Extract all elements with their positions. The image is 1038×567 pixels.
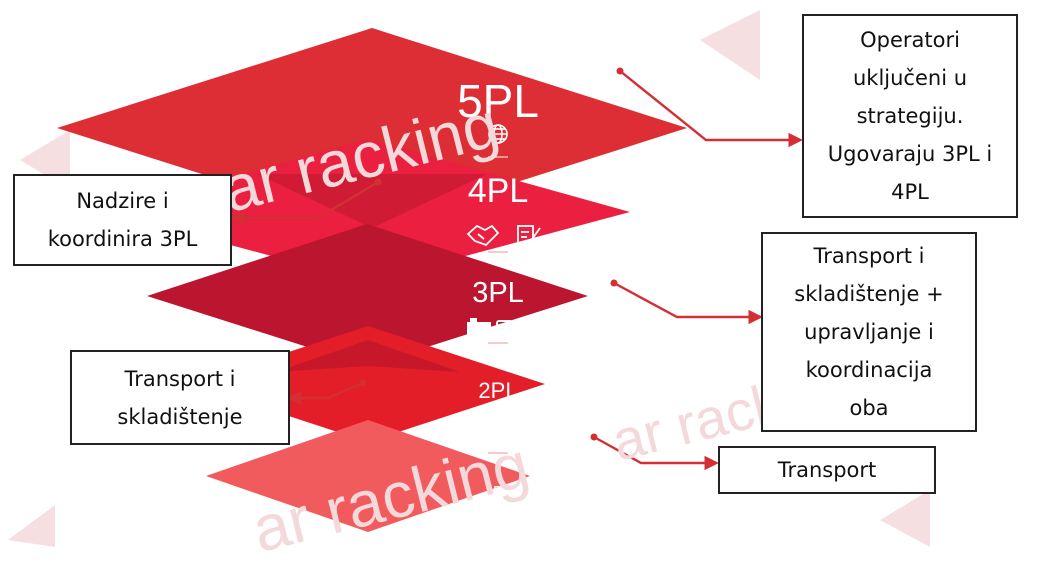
layer-4pl-label: 4PL (468, 172, 529, 210)
layer-3pl-label: 3PL (472, 277, 524, 309)
layer-separators (488, 156, 508, 454)
layer-1pl (206, 420, 530, 532)
callout-1pl-text: Transport (777, 458, 877, 482)
layer-1pl-label: 1PL (485, 483, 512, 500)
callout-2pl-text: Transport i skladištenje (117, 366, 243, 429)
layer-5pl-label: 5PL (457, 75, 539, 127)
globe-icon (488, 124, 508, 144)
callout-4pl: Nadzire i koordinira 3PL (13, 174, 232, 266)
layer-4pl (108, 139, 630, 282)
callout-5pl: Operatori uključeni u strategiju. Ugovar… (802, 14, 1018, 218)
truck-icon (496, 320, 513, 335)
handshake-icon (466, 224, 500, 247)
cart-icon (520, 321, 537, 339)
callout-1pl: Transport (718, 446, 936, 494)
connector-arrows (230, 67, 803, 471)
callout-3pl: Transport i skladištenje + upravljanje i… (761, 232, 977, 432)
warehouse-icon (477, 423, 498, 439)
truck-icon (491, 506, 504, 518)
warehouse-icon (467, 318, 491, 336)
contract-icon (517, 225, 541, 246)
callout-4pl-text: Nadzire i koordinira 3PL (47, 189, 198, 251)
callout-3pl-text: Transport i skladištenje + upravljanje i… (794, 244, 944, 420)
layer-2pl-label: 2PL (478, 378, 517, 403)
callout-2pl: Transport i skladištenje (70, 350, 290, 445)
callout-5pl-text: Operatori uključeni u strategiju. Ugovar… (827, 28, 993, 204)
truck-icon (504, 425, 519, 438)
